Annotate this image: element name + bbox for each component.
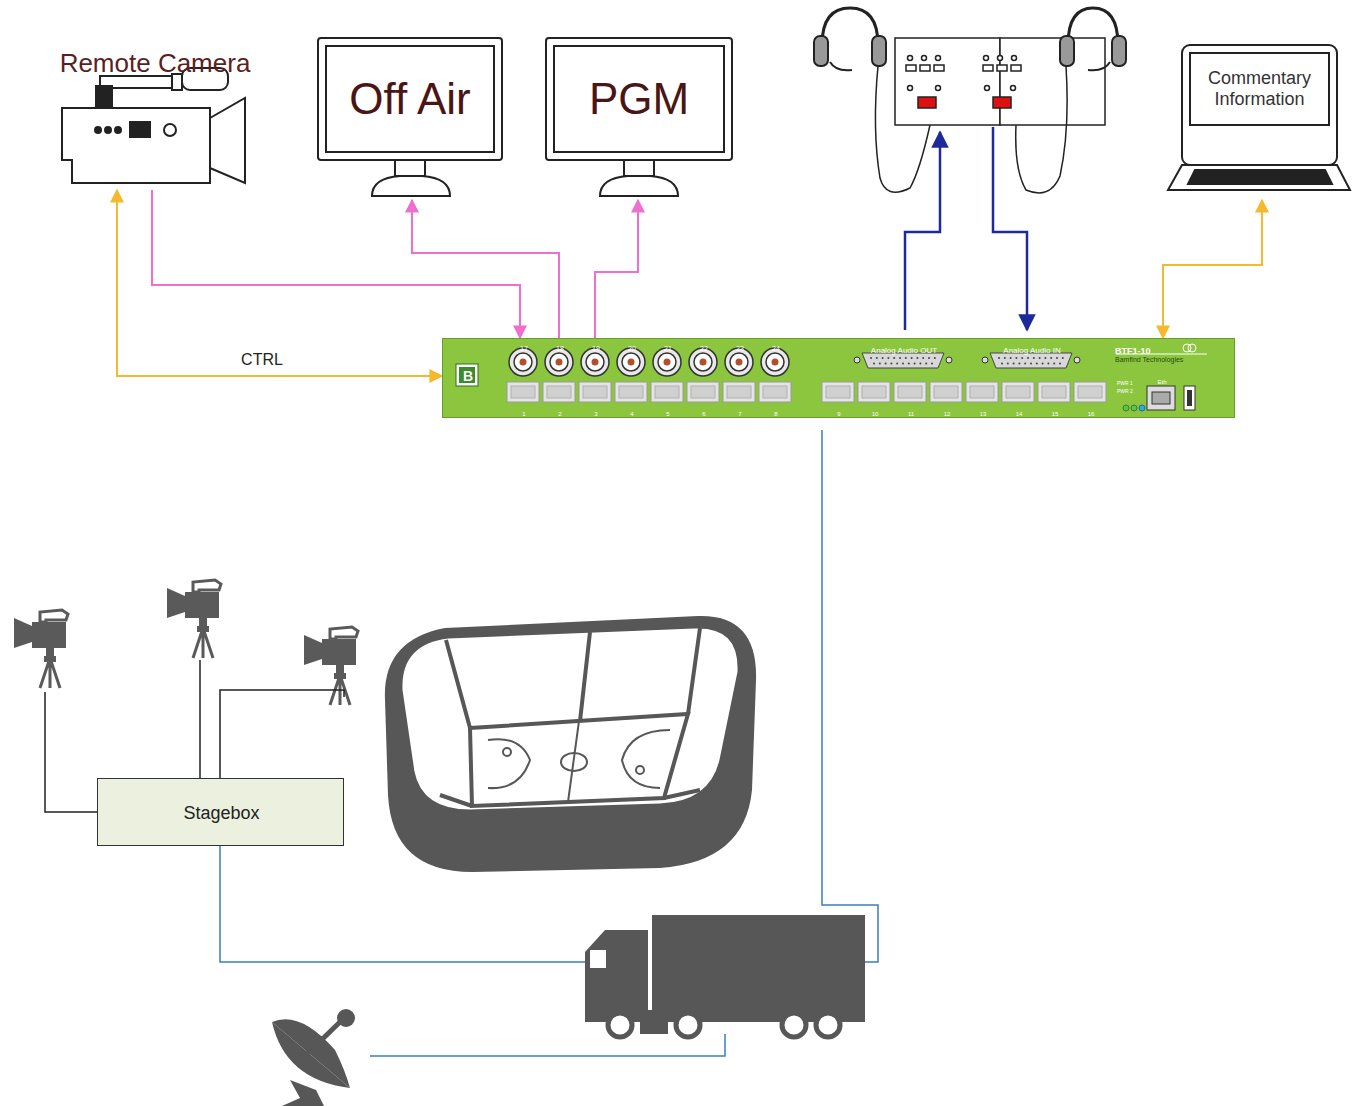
stagebox: Stagebox xyxy=(97,778,344,846)
port-number: 4 xyxy=(630,411,633,417)
video-link xyxy=(152,190,520,338)
port-number: 22 xyxy=(700,345,708,352)
edge-label: CTRL xyxy=(238,350,286,370)
fibre-link xyxy=(220,430,878,1056)
text-area: Commentary Information xyxy=(1190,53,1329,125)
port-number: 23 xyxy=(736,345,744,352)
monitor-icon xyxy=(318,38,502,196)
port-number: 13 xyxy=(980,411,987,417)
node-text: PGM xyxy=(589,74,689,125)
port-number: 6 xyxy=(702,411,705,417)
logo-letter: B xyxy=(463,369,473,383)
text-area: Off Air xyxy=(326,46,494,152)
laptop-icon xyxy=(1168,45,1350,190)
port-number: 9 xyxy=(837,411,840,417)
port-number: 24 xyxy=(772,345,780,352)
remote-camera-icon xyxy=(62,68,245,183)
satellite-dish-icon xyxy=(272,1009,355,1106)
truck-icon xyxy=(585,915,865,1037)
text-area: Stagebox xyxy=(98,779,345,847)
port-number: 8 xyxy=(774,411,777,417)
bamfind-device: BTF1-10Bamfind TechnologiesB171819202122… xyxy=(442,338,1235,418)
port-number: 5 xyxy=(666,411,669,417)
monitor-icon xyxy=(546,38,732,196)
audio-wire xyxy=(993,127,1027,330)
monitor-node: Off Air xyxy=(318,38,502,200)
data-link xyxy=(1163,200,1262,338)
port-number: 11 xyxy=(908,411,914,417)
port-number: 7 xyxy=(738,411,741,417)
indicator-label: PWR 2 xyxy=(1117,389,1133,394)
stadium-icon xyxy=(385,616,756,872)
node-text: BTF1-10 xyxy=(1115,346,1151,356)
audio-wire xyxy=(905,132,940,330)
port-number: 15 xyxy=(1052,411,1059,417)
camera-node: Remote Camera xyxy=(50,46,260,190)
node-text: Remote Camera xyxy=(60,49,251,79)
node-text: Off Air xyxy=(349,74,470,125)
node-text: Stagebox xyxy=(183,803,259,824)
monitor-node: PGM xyxy=(546,38,732,200)
text-area: Remote Camera xyxy=(50,46,260,82)
node-text: Bamfind Technologies xyxy=(1115,356,1183,364)
video-link xyxy=(412,200,559,338)
port-number: 14 xyxy=(1016,411,1023,417)
control-link xyxy=(117,190,442,376)
port-number: 20 xyxy=(628,345,636,352)
port-number: 2 xyxy=(558,411,561,417)
text-area: BTF1-10Bamfind Technologies xyxy=(1115,342,1225,368)
port-number: 18 xyxy=(556,345,564,352)
port-number: 19 xyxy=(592,345,600,352)
port-number: 16 xyxy=(1088,411,1095,417)
port-number: 21 xyxy=(664,345,672,352)
port-number: 1 xyxy=(522,411,525,417)
port-number: 3 xyxy=(594,411,597,417)
port-number: 12 xyxy=(944,411,951,417)
video-link xyxy=(595,200,638,338)
port-number: 10 xyxy=(872,411,879,417)
port-number: 17 xyxy=(520,345,528,352)
indicator-label: PWR 1 xyxy=(1117,381,1133,386)
headset-icon xyxy=(814,8,1126,193)
connector-label: Analog Audio OUT xyxy=(871,347,937,355)
node-text: Commentary Information xyxy=(1190,68,1329,109)
laptop-node: Commentary Information xyxy=(1170,45,1345,200)
indicator-label: Eth xyxy=(1157,379,1166,385)
connector-label: Analog Audio IN xyxy=(1003,347,1060,355)
text-area: PGM xyxy=(554,46,724,152)
